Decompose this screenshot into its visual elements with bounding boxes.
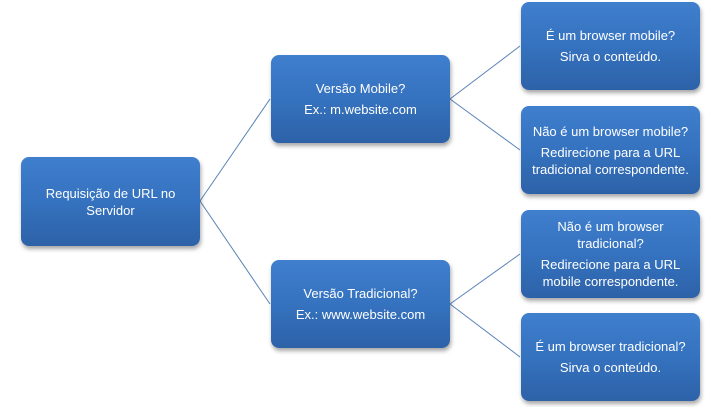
node-url-request: Requisição de URL no Servidor bbox=[21, 157, 200, 246]
node-example: Ex.: m.website.com bbox=[304, 102, 417, 117]
node-question: Não é um browser mobile? bbox=[532, 123, 689, 139]
node-mobile-version: Versão Mobile? Ex.: m.website.com bbox=[271, 55, 450, 143]
node-traditional-browser-yes: É um browser tradicional? Sirva o conteú… bbox=[521, 313, 700, 401]
node-action: Redirecione para a URL tradicional corre… bbox=[532, 144, 689, 177]
node-title: Versão Tradicional? bbox=[303, 286, 418, 301]
node-question: Não é um browser tradicional? bbox=[557, 219, 664, 251]
node-question: É um browser tradicional? bbox=[535, 339, 686, 354]
node-mobile-browser-no: Não é um browser mobile? Redirecione par… bbox=[521, 106, 700, 194]
node-action: Sirva o conteúdo. bbox=[559, 360, 662, 375]
connector-trad-yes bbox=[449, 303, 521, 358]
node-action: Sirva o conteúdo. bbox=[559, 49, 662, 64]
node-question: É um browser mobile? bbox=[545, 28, 676, 43]
node-mobile-browser-yes: É um browser mobile? Sirva o conteúdo. bbox=[521, 2, 700, 90]
connector-root-traditional bbox=[199, 200, 271, 305]
node-title: Versão Mobile? bbox=[315, 81, 406, 96]
connector-mobile-yes bbox=[449, 45, 521, 100]
node-traditional-browser-no: Não é um browser tradicional? Redirecion… bbox=[521, 210, 700, 298]
connector-root-mobile bbox=[199, 98, 271, 202]
node-example: Ex.: www.website.com bbox=[295, 307, 426, 322]
node-action: Redirecione para a URL mobile correspond… bbox=[540, 257, 681, 289]
connector-mobile-no bbox=[449, 98, 521, 151]
connector-trad-no bbox=[449, 253, 521, 305]
node-text: Requisição de URL no Servidor bbox=[45, 185, 176, 218]
node-traditional-version: Versão Tradicional? Ex.: www.website.com bbox=[271, 260, 450, 348]
